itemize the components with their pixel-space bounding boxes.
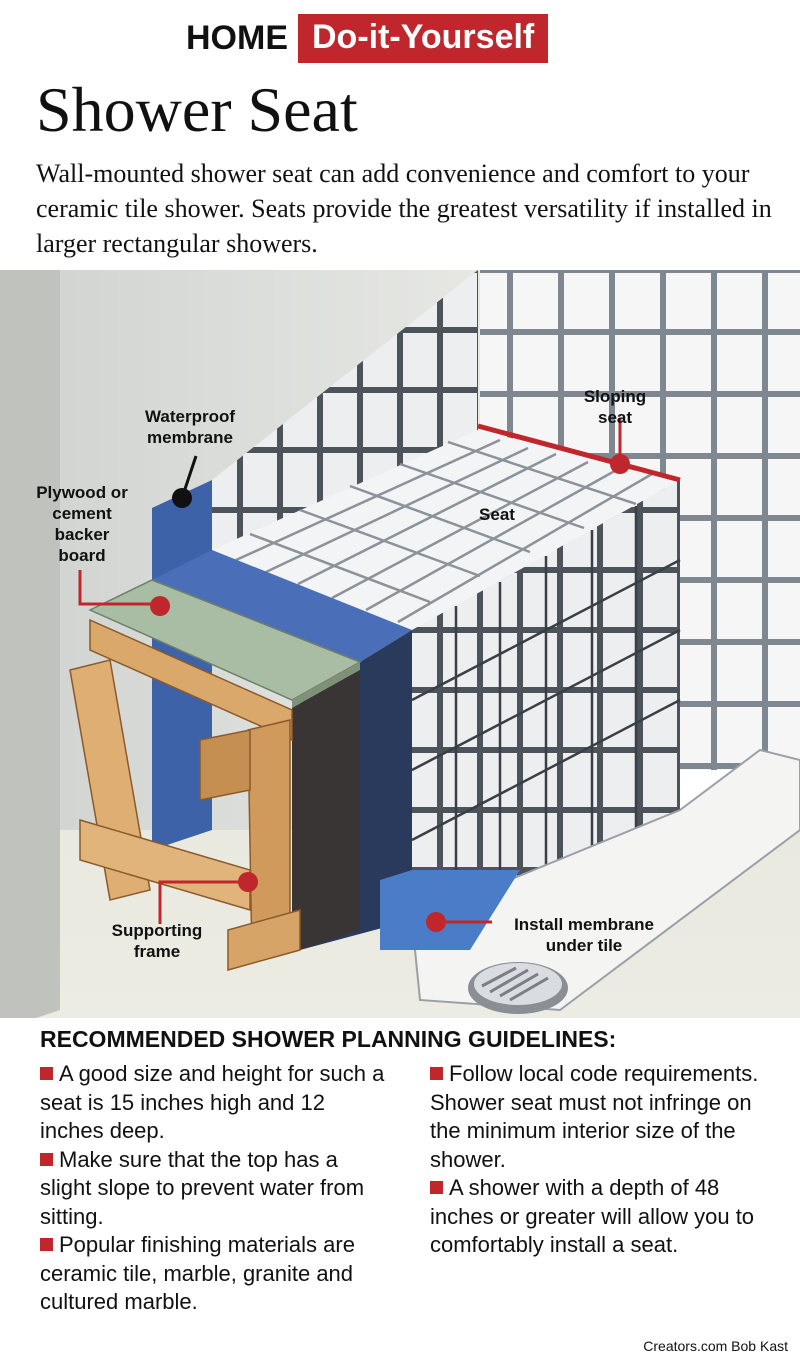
wall-shadow bbox=[0, 270, 60, 1030]
label-line: Waterproof bbox=[144, 407, 236, 426]
bullet-square-icon bbox=[40, 1067, 53, 1080]
header: HOME Do-it-Yourself Shower Seat Wall-mou… bbox=[0, 0, 800, 270]
bullet-square-icon bbox=[40, 1152, 53, 1166]
diagram-svg bbox=[0, 270, 800, 1030]
backer-marker bbox=[150, 596, 170, 616]
bullet-square-icon bbox=[430, 1067, 443, 1080]
label-line: membrane bbox=[147, 428, 233, 447]
guideline-text: Make sure that the top has a slight slop… bbox=[40, 1146, 365, 1229]
guidelines-title: RECOMMENDED SHOWER PLANNING GUIDELINES: bbox=[40, 1026, 617, 1052]
guidelines-left-column: A good size and height for such a seat i… bbox=[40, 1060, 385, 1317]
guideline-item: A good size and height for such a seat i… bbox=[40, 1060, 385, 1146]
drain-icon bbox=[468, 962, 568, 1014]
guideline-text: Popular finishing materials are ceramic … bbox=[40, 1232, 355, 1314]
label-line: cement bbox=[52, 504, 112, 523]
seat-membrane bbox=[152, 550, 412, 662]
bullet-square-icon bbox=[430, 1181, 443, 1194]
guideline-item: Make sure that the top has a slight slop… bbox=[40, 1146, 385, 1232]
guidelines-section: RECOMMENDED SHOWER PLANNING GUIDELINES: … bbox=[0, 1018, 800, 1366]
backer-side bbox=[292, 670, 360, 950]
label-line: seat bbox=[597, 408, 633, 427]
seat-front-grout bbox=[411, 506, 681, 902]
bullet-square-icon bbox=[40, 1238, 53, 1251]
guidelines-right-column: Follow local code requirements. Shower s… bbox=[430, 1060, 765, 1260]
brand: HOME Do-it-Yourself bbox=[186, 12, 549, 64]
label-seat: Seat bbox=[479, 505, 515, 524]
guideline-item: Follow local code requirements. Shower s… bbox=[430, 1060, 765, 1174]
brand-home: HOME bbox=[186, 18, 288, 57]
guideline-text: A shower with a depth of 48 inches or gr… bbox=[430, 1175, 755, 1257]
guideline-text: A good size and height for such a seat i… bbox=[40, 1061, 385, 1143]
guideline-item: Popular finishing materials are ceramic … bbox=[40, 1231, 385, 1317]
label-line: under tile bbox=[545, 936, 623, 955]
sloping-seat-indicator bbox=[477, 423, 681, 483]
label-sloping-seat: Sloping seat bbox=[560, 386, 670, 428]
supporting-frame-wood bbox=[69, 618, 301, 971]
credit: Creators.com Bob Kast bbox=[643, 1338, 788, 1354]
floor-membrane bbox=[380, 870, 520, 950]
label-line: Sloping bbox=[583, 387, 647, 406]
floor-tiles bbox=[410, 748, 800, 1012]
guideline-item: A shower with a depth of 48 inches or gr… bbox=[430, 1174, 765, 1260]
label-install-membrane: Install membrane under tile bbox=[494, 914, 674, 956]
label-waterproof-membrane: Waterproof membrane bbox=[120, 406, 260, 448]
label-line: backer bbox=[54, 525, 110, 544]
page-title: Shower Seat bbox=[36, 74, 358, 145]
label-line: board bbox=[58, 546, 106, 565]
shower-seat-diagram: Waterproof membrane Plywood or cement ba… bbox=[0, 270, 800, 1030]
label-line: Plywood or bbox=[36, 483, 128, 502]
seat-top-grout bbox=[235, 438, 653, 624]
brand-section: Do-it-Yourself bbox=[298, 13, 549, 63]
label-line: Install membrane bbox=[514, 915, 654, 934]
page-subtitle: Wall-mounted shower seat can add conveni… bbox=[36, 159, 772, 258]
label-backer-board: Plywood or cement backer board bbox=[14, 482, 150, 566]
label-supporting-frame: Supporting frame bbox=[90, 920, 224, 962]
label-line: Supporting bbox=[111, 921, 203, 940]
label-line: frame bbox=[133, 942, 181, 961]
guideline-text: Follow local code requirements. Shower s… bbox=[430, 1061, 759, 1172]
